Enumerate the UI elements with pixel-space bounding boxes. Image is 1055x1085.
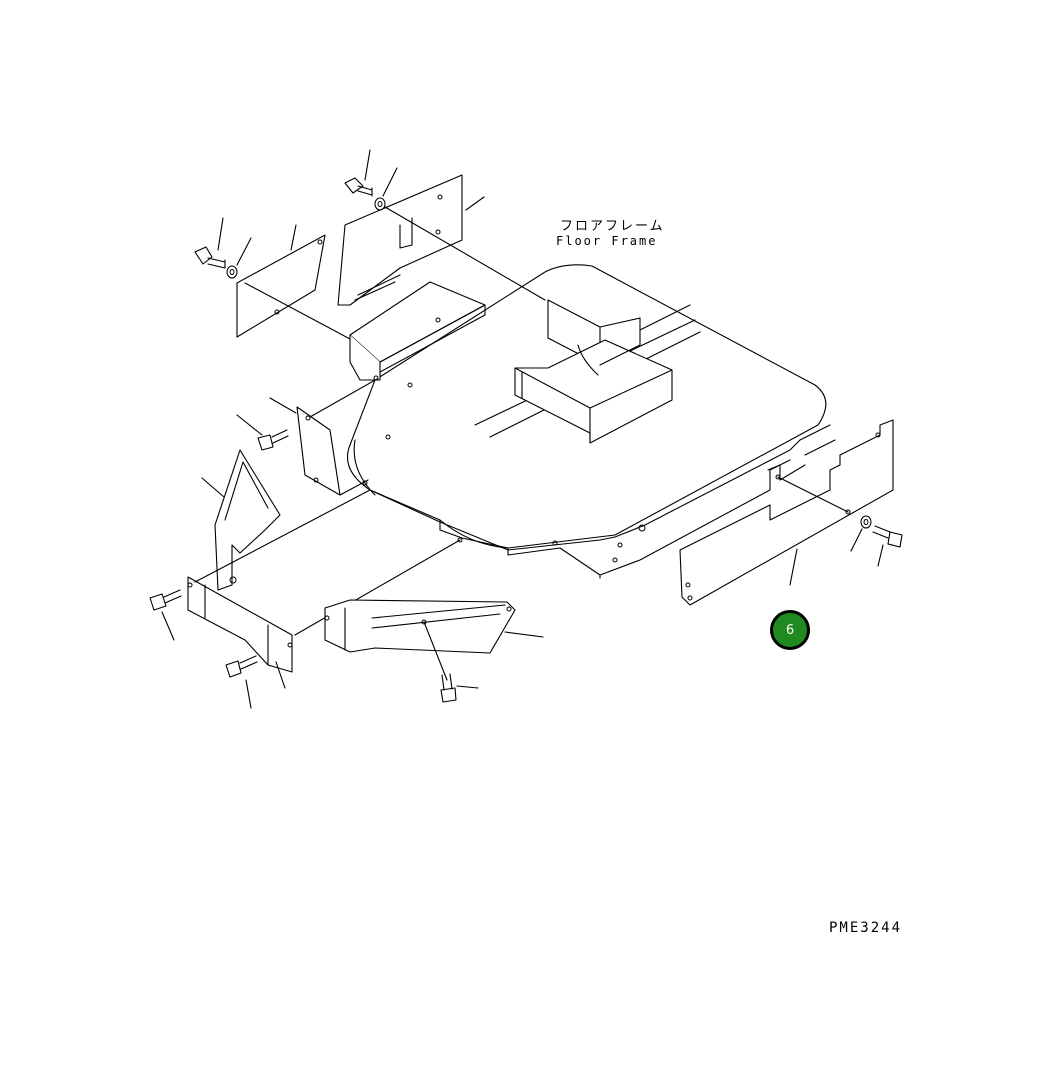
cover-plate-lower-center: [324, 599, 516, 681]
bolt-icon: [344, 177, 373, 197]
cover-plate-upper: [337, 174, 546, 306]
bolt-icon: [225, 655, 258, 678]
side-plate-left: [296, 378, 378, 496]
front-bracket: [349, 281, 486, 381]
washer-icon: [226, 265, 238, 279]
drawing-code: PME3244: [829, 920, 903, 936]
cover-plate-lower-left: [187, 489, 461, 673]
bolt-icon: [149, 589, 182, 611]
bolt-icon: [440, 673, 457, 703]
floor-frame: [346, 264, 836, 579]
bolt-icon: [194, 246, 226, 269]
floor-frame-label-en: Floor Frame: [556, 234, 658, 248]
washer-icon: [374, 197, 386, 211]
part-callout-6[interactable]: 6: [770, 610, 810, 650]
floor-frame-label-jp: フロアフレーム: [560, 219, 665, 234]
washer-icon: [860, 515, 872, 529]
bolt-icon: [872, 525, 903, 548]
cover-plate-right: [679, 419, 894, 606]
gusset-bracket: [214, 449, 281, 591]
leader-lines: [161, 149, 884, 709]
bolt-icon: [257, 429, 289, 451]
